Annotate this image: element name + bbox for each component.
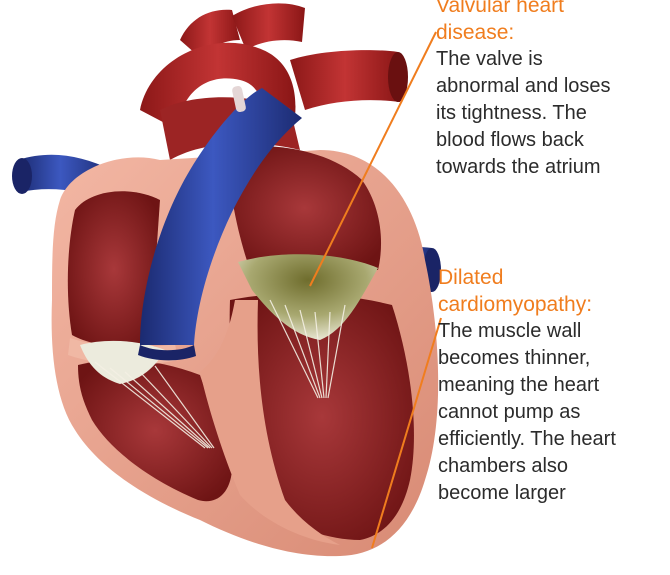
valvular-title-line-2: disease:: [436, 19, 666, 46]
cardio-body-line-2: becomes thinner,: [438, 345, 668, 372]
valvular-disease-annotation: Valvular heart disease: The valve is abn…: [436, 0, 666, 181]
valvular-body-line-4: blood flows back: [436, 127, 666, 154]
cardio-body-line-1: The muscle wall: [438, 318, 668, 345]
cardiomyopathy-annotation: Dilated cardiomyopathy: The muscle wall …: [438, 264, 668, 507]
left-vein-opening: [12, 158, 32, 194]
valvular-body-line-1: The valve is: [436, 46, 666, 73]
cardio-body-line-4: cannot pump as: [438, 399, 668, 426]
cardio-title-line-2: cardiomyopathy:: [438, 291, 668, 318]
valvular-body-line-2: abnormal and loses: [436, 73, 666, 100]
cardio-body-line-7: become larger: [438, 480, 668, 507]
cardio-body-line-5: efficiently. The heart: [438, 426, 668, 453]
cardio-body-line-6: chambers also: [438, 453, 668, 480]
valvular-title-line-1: Valvular heart: [436, 0, 666, 19]
aorta-branch-2: [232, 3, 305, 50]
valvular-body-line-5: towards the atrium: [436, 154, 666, 181]
cardio-body-line-3: meaning the heart: [438, 372, 668, 399]
valvular-body-line-3: its tightness. The: [436, 100, 666, 127]
pulmonary-artery-right: [290, 50, 400, 110]
cardio-title-line-1: Dilated: [438, 264, 668, 291]
